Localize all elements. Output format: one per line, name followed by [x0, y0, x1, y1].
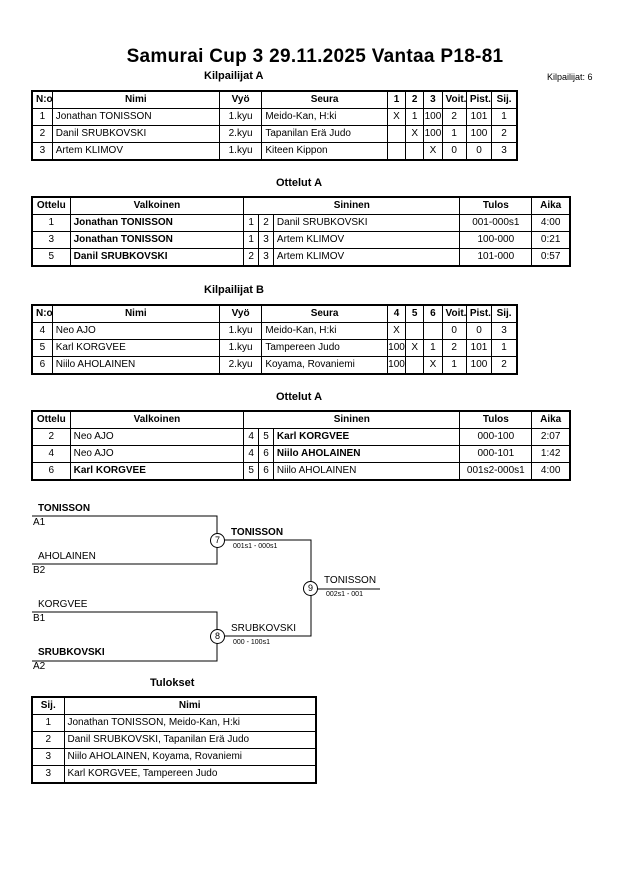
- table-cell: Artem KLIMOV: [51, 142, 220, 161]
- table-row: 2 Neo AJO 4 5 Karl KORGVEE 000-100 2:07: [31, 428, 571, 446]
- table-cell: 3: [31, 142, 53, 161]
- col-header: Sij.: [31, 696, 65, 715]
- bracket-match-7-score: 001s1 - 000s1: [233, 543, 278, 550]
- bracket-match-8-score: 000 - 100s1: [233, 639, 270, 646]
- match-result: 001s2-000s1: [459, 462, 533, 481]
- blue-competitor: Artem KLIMOV: [272, 248, 461, 267]
- pool-a-table: N:o Nimi Vyö Seura 1 2 3 Voit. Pist. Sij…: [31, 90, 518, 161]
- bracket-seed-4: A2: [33, 661, 46, 672]
- table-cell: 2: [31, 125, 53, 143]
- bracket-match-7-number: 7: [210, 533, 225, 548]
- placement: 1: [31, 714, 65, 732]
- table-row: 3 Artem KLIMOV 1.kyu Kiteen Kippon X 0 0…: [31, 142, 518, 161]
- result-name: Danil SRUBKOVSKI, Tapanilan Erä Judo: [63, 731, 317, 749]
- results-table: Sij. Nimi 1 Jonathan TONISSON, Meido-Kan…: [31, 696, 317, 784]
- matches-b-heading: Ottelut A: [276, 391, 323, 403]
- table-cell: 1: [491, 339, 518, 357]
- white-competitor: Jonathan TONISSON: [69, 214, 245, 232]
- bracket-match-8-number: 8: [210, 629, 225, 644]
- bracket-match-9-winner: TONISSON: [324, 575, 377, 586]
- matches-a-heading: Ottelut A: [276, 177, 323, 189]
- match-time: 0:21: [531, 231, 571, 249]
- white-competitor: Neo AJO: [69, 445, 245, 463]
- table-cell: 2: [491, 356, 518, 375]
- match-no: 5: [31, 248, 71, 267]
- table-row: 1 Jonathan TONISSON, Meido-Kan, H:ki: [31, 714, 317, 732]
- table-cell: 2.kyu: [218, 125, 263, 143]
- page-title: Samurai Cup 3 29.11.2025 Vantaa P18-81: [126, 46, 504, 67]
- table-row: 5 Danil SRUBKOVSKI 2 3 Artem KLIMOV 101-…: [31, 248, 571, 267]
- table-row: 3 Niilo AHOLAINEN, Koyama, Rovaniemi: [31, 748, 317, 766]
- table-cell: Tampereen Judo: [261, 339, 388, 357]
- table-cell: 2: [441, 339, 467, 357]
- table-cell: Niilo AHOLAINEN: [51, 356, 220, 375]
- bracket-match-9-score: 002s1 - 001: [326, 591, 363, 598]
- table-cell: 0: [441, 142, 467, 161]
- bracket-seed-2: B2: [33, 565, 46, 576]
- table-cell: 3: [491, 142, 518, 161]
- matches-b-table: Ottelu Valkoinen Sininen Tulos Aika 2 Ne…: [31, 410, 571, 481]
- competitors-count: Kilpailijat: 6: [547, 72, 593, 82]
- match-no: 3: [31, 231, 71, 249]
- table-row: 5 Karl KORGVEE 1.kyu Tampereen Judo 100 …: [31, 339, 518, 357]
- table-cell: Danil SRUBKOVSKI: [51, 125, 220, 143]
- col-header: Nimi: [63, 696, 317, 715]
- placement: 3: [31, 765, 65, 784]
- match-time: 1:42: [531, 445, 571, 463]
- white-competitor: Danil SRUBKOVSKI: [69, 248, 245, 267]
- table-cell: 0: [465, 142, 493, 161]
- col-header: N:o: [31, 90, 53, 109]
- table-row: 4 Neo AJO 4 6 Niilo AHOLAINEN 000-101 1:…: [31, 445, 571, 463]
- bracket-competitor-4: SRUBKOVSKI: [38, 647, 105, 658]
- placement: 2: [31, 731, 65, 749]
- results-heading: Tulokset: [150, 677, 195, 689]
- table-cell: 6: [31, 356, 53, 375]
- match-time: 0:57: [531, 248, 571, 267]
- bracket-competitor-2: AHOLAINEN: [38, 551, 96, 562]
- table-row: 2 Danil SRUBKOVSKI 2.kyu Tapanilan Erä J…: [31, 125, 518, 143]
- white-no: 4: [243, 445, 260, 463]
- result-name: Niilo AHOLAINEN, Koyama, Rovaniemi: [63, 748, 317, 766]
- col-header: Voit.: [441, 90, 467, 109]
- bracket-competitor-1: TONISSON: [38, 503, 91, 514]
- bracket-competitor-3: KORGVEE: [38, 599, 88, 610]
- table-row: 6 Niilo AHOLAINEN 2.kyu Koyama, Rovaniem…: [31, 356, 518, 375]
- match-no: 6: [31, 462, 71, 481]
- table-cell: Tapanilan Erä Judo: [261, 125, 388, 143]
- result-name: Jonathan TONISSON, Meido-Kan, H:ki: [63, 714, 317, 732]
- white-competitor: Jonathan TONISSON: [69, 231, 245, 249]
- bracket-match-9-number: 9: [303, 581, 318, 596]
- bracket-seed-1: A1: [33, 517, 46, 528]
- table-row: 3 Jonathan TONISSON 1 3 Artem KLIMOV 100…: [31, 231, 571, 249]
- placement: 3: [31, 748, 65, 766]
- results-header-row: Sij. Nimi: [31, 696, 317, 715]
- bracket-final-lines: [217, 539, 312, 637]
- match-no: 4: [31, 445, 71, 463]
- table-cell: 5: [31, 339, 53, 357]
- bracket-seed-3: B1: [33, 613, 46, 624]
- table-cell: 2: [491, 125, 518, 143]
- table-row: 2 Danil SRUBKOVSKI, Tapanilan Erä Judo: [31, 731, 317, 749]
- blue-competitor: Artem KLIMOV: [272, 231, 461, 249]
- table-cell: 2.kyu: [218, 356, 263, 375]
- pool-a-heading: Kilpailijat A: [204, 70, 264, 82]
- white-competitor: Karl KORGVEE: [69, 462, 245, 481]
- matches-a-table: Ottelu Valkoinen Sininen Tulos Aika 1 Jo…: [31, 196, 571, 267]
- table-cell: Karl KORGVEE: [51, 339, 220, 357]
- blue-competitor: Niilo AHOLAINEN: [272, 445, 461, 463]
- table-row: 1 Jonathan TONISSON 1.kyu Meido-Kan, H:k…: [31, 108, 518, 126]
- bracket-match-8-winner: SRUBKOVSKI: [231, 623, 297, 634]
- table-cell: X: [405, 125, 425, 143]
- table-row: 3 Karl KORGVEE, Tampereen Judo: [31, 765, 317, 784]
- result-name: Karl KORGVEE, Tampereen Judo: [63, 765, 317, 784]
- table-row: 6 Karl KORGVEE 5 6 Niilo AHOLAINEN 001s2…: [31, 462, 571, 481]
- pool-b-heading: Kilpailijat B: [204, 284, 264, 296]
- pool-b-table: N:o Nimi Vyö Seura 4 5 6 Voit. Pist. Sij…: [31, 304, 518, 375]
- blue-competitor: Niilo AHOLAINEN: [272, 462, 461, 481]
- bracket-match-7-winner: TONISSON: [231, 527, 284, 538]
- match-time: 4:00: [531, 462, 571, 481]
